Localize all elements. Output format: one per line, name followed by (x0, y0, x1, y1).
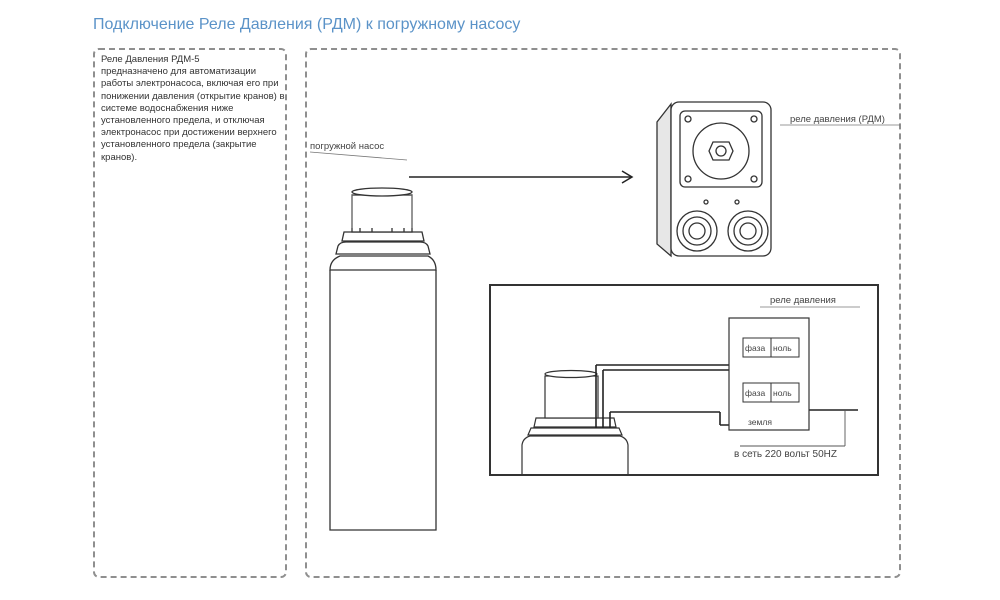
relay-label-group: реле давления (760, 295, 860, 308)
relay-schematic: фаза ноль фаза ноль земля (728, 317, 810, 431)
relay-rdm-label-group: реле давления (РДМ) (780, 114, 900, 126)
network-label-group: в сеть 220 вольт 50HZ (734, 410, 846, 460)
diagram-panel (305, 48, 901, 578)
wiring-lines (595, 364, 858, 428)
submersible-pump-illustration (329, 187, 437, 531)
pressure-relay-illustration (656, 101, 772, 258)
pump-label-group: погружной насос (309, 141, 408, 161)
ground-terminal-label: земля (748, 417, 772, 427)
relay-label: реле давления (770, 295, 836, 306)
arrow-to-relay (409, 170, 634, 184)
phase-terminal-top: фаза (745, 343, 766, 353)
network-label: в сеть 220 вольт 50HZ (734, 449, 837, 460)
description-text: Реле Давления РДМ-5 предназначено для ав… (101, 54, 285, 163)
description-panel (93, 48, 287, 578)
pump-label: погружной насос (310, 141, 384, 152)
relay-rdm-label: реле давления (РДМ) (790, 114, 885, 125)
page-title: Подключение Реле Давления (РДМ) к погруж… (93, 16, 521, 33)
small-pump-illustration (521, 369, 629, 474)
zero-terminal-bottom: ноль (773, 388, 792, 398)
wiring-schematic-box (489, 284, 879, 476)
phase-terminal-bottom: фаза (745, 388, 766, 398)
zero-terminal-top: ноль (773, 343, 792, 353)
